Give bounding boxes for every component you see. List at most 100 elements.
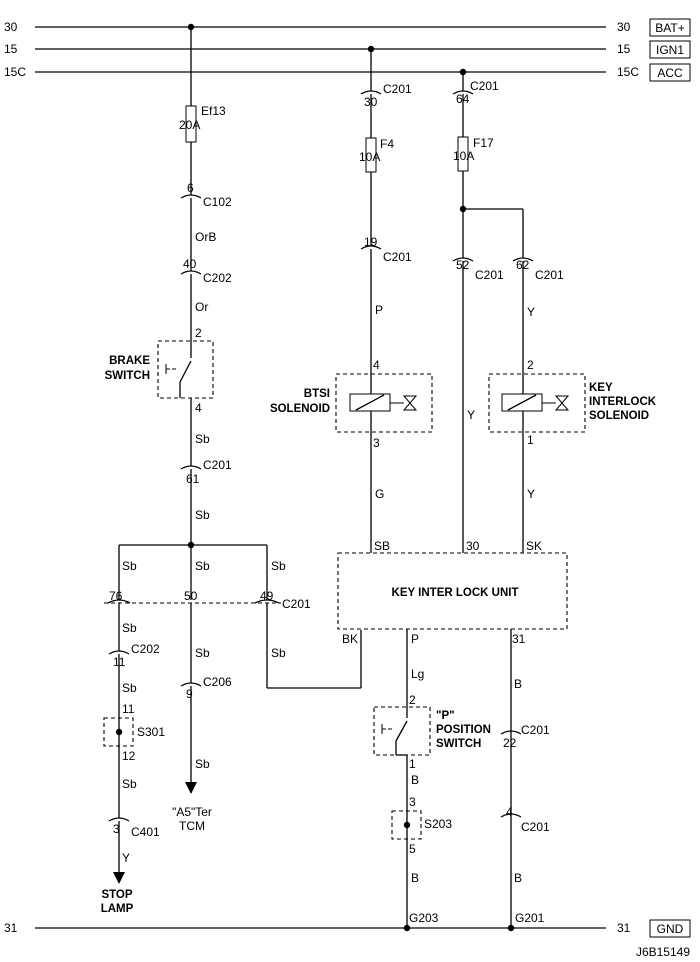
stop-lamp-label-2: LAMP [101,903,134,915]
connector-c201-30 [360,90,382,95]
wire-color-sb-5: Sb [271,559,286,573]
wire-color-y-sk: Y [527,487,535,501]
wire-color-sb-10: Sb [195,646,210,660]
wire-color-g: G [375,487,384,501]
label-c201-30: C201 [383,82,412,96]
branch-distribution: Sb Sb Sb 76 50 49 C201 Sb [104,541,362,689]
rail-gnd-right-label: 31 [617,921,631,935]
wire-color-sb-7: Sb [122,621,137,635]
fuse-f17-rating: 10A [453,149,474,163]
rail-gnd-left-label: 31 [4,921,18,935]
label-c201-19: C201 [383,250,412,264]
branch-acc: 64 C201 F17 10A 52 C201 62 C201 Y Y 2 1 … [452,72,657,553]
brake-switch-label-1: BRAKE [109,355,150,367]
wire-color-sb-1: Sb [195,432,210,446]
pin-40: 40 [183,257,197,271]
wire-color-b-4: B [514,871,522,885]
label-c201-62: C201 [535,268,564,282]
branch-brake: Ef13 20A 6 C102 OrB 40 C202 Or 2 4 BRAKE… [105,27,232,545]
unit-term-30: 30 [466,539,480,553]
connector-c202-top [180,270,202,275]
rail-acc-tag: ACC [657,66,683,80]
ground-g201: G201 [515,911,545,925]
splice-s203-label: S203 [424,817,452,831]
key-interlock-pin-top: 2 [527,358,534,372]
label-c206: C206 [203,675,232,689]
btsi-valve-icon [402,395,418,411]
wire-color-sb-3: Sb [122,559,137,573]
rail-ign-right-label: 15 [617,42,631,56]
pin-6: 6 [187,181,194,195]
rail-bat-right-label: 30 [617,20,631,34]
key-interlock-label-2: INTERLOCK [589,396,657,408]
rail-acc-right-label: 15C [617,65,639,79]
rail-gnd-tag: GND [657,922,684,936]
btsi-pin-top: 4 [373,358,380,372]
branch-btsi: 30 C201 F4 10A 19 C201 P 4 3 BTSI SOLENO… [270,49,433,553]
fuse-ef13-name: Ef13 [201,104,226,118]
connector-c401 [108,817,130,822]
connector-c201-19 [360,245,382,250]
brake-switch-pin-top: 2 [195,326,202,340]
unit-term-sb: SB [374,539,390,553]
connector-c201-4 [500,813,522,818]
connector-c201-61 [180,465,202,470]
splice-s203 [391,810,422,840]
fuse-f4-rating: 10A [359,150,380,164]
fuse-f4-name: F4 [380,137,394,151]
label-c201-52: C201 [475,268,504,282]
brake-switch-label-2: SWITCH [105,370,150,382]
connector-c202-bot [108,650,130,655]
branch-ground-31: B 22 C201 4 C201 B G201 [500,629,550,932]
wire-color-b-3: B [514,677,522,691]
ground-g203: G203 [409,911,439,925]
wire-color-p: P [375,303,383,317]
brake-switch-pin-bot: 4 [195,401,202,415]
rail-acc-left-label: 15C [4,65,26,79]
pin-49: 49 [260,589,274,603]
wire-color-sb-2: Sb [195,508,210,522]
label-c202-top: C202 [203,271,232,285]
label-c201-61: C201 [203,458,232,472]
wire-color-orb: OrB [195,230,216,244]
key-interlock-valve-icon [554,395,570,411]
rail-ign-tag: IGN1 [656,43,684,57]
wire-color-sb-4: Sb [195,559,210,573]
connector-c201-62 [512,257,534,262]
p-switch-pin-top: 2 [409,693,416,707]
p-position-switch [373,706,431,756]
pin-22: 22 [503,736,517,750]
stop-lamp-label-1: STOP [101,889,132,901]
btsi-label-1: BTSI [304,388,330,400]
rail-gnd: 31 31 GND [4,919,691,938]
splice-s301-pin-top: 11 [122,702,135,716]
rail-bat-tag: BAT+ [655,21,684,35]
pin-9: 9 [186,687,193,701]
diagram-code: J6B15149 [636,945,690,959]
wire-color-sb-6: Sb [271,646,286,660]
wire-color-y-62: Y [527,305,535,319]
label-c202-bot: C202 [131,642,160,656]
key-interlock-pin-bot: 1 [527,433,534,447]
unit-term-31: 31 [512,632,526,646]
wire-color-b-1: B [411,773,419,787]
tcm-label-2: TCM [179,819,205,833]
rail-bat-left-label: 30 [4,20,18,34]
key-inter-lock-unit: KEY INTER LOCK UNIT SB 30 SK BK P 31 [337,539,568,646]
rail-bat: 30 30 BAT+ [4,18,691,37]
label-c102: C102 [203,195,232,209]
pin-61: 61 [186,472,200,486]
pin-3-c401: 3 [113,822,120,836]
wire-color-y-52: Y [467,408,475,422]
label-c201-64: C201 [470,79,499,93]
wire-color-lg: Lg [411,667,424,681]
label-c201-22: C201 [521,723,550,737]
branch-tcm: Sb 9 C206 Sb "A5"Ter TCM [172,603,232,833]
arrow-stop-lamp [113,872,125,884]
wire-color-sb-11: Sb [195,757,210,771]
unit-term-bk: BK [342,632,358,646]
splice-s203-pin-bot: 5 [409,842,416,856]
pin-4: 4 [506,805,513,819]
branch-p-switch: Lg 2 1 "P" POSITION SWITCH B 3 5 S203 B … [373,629,491,932]
